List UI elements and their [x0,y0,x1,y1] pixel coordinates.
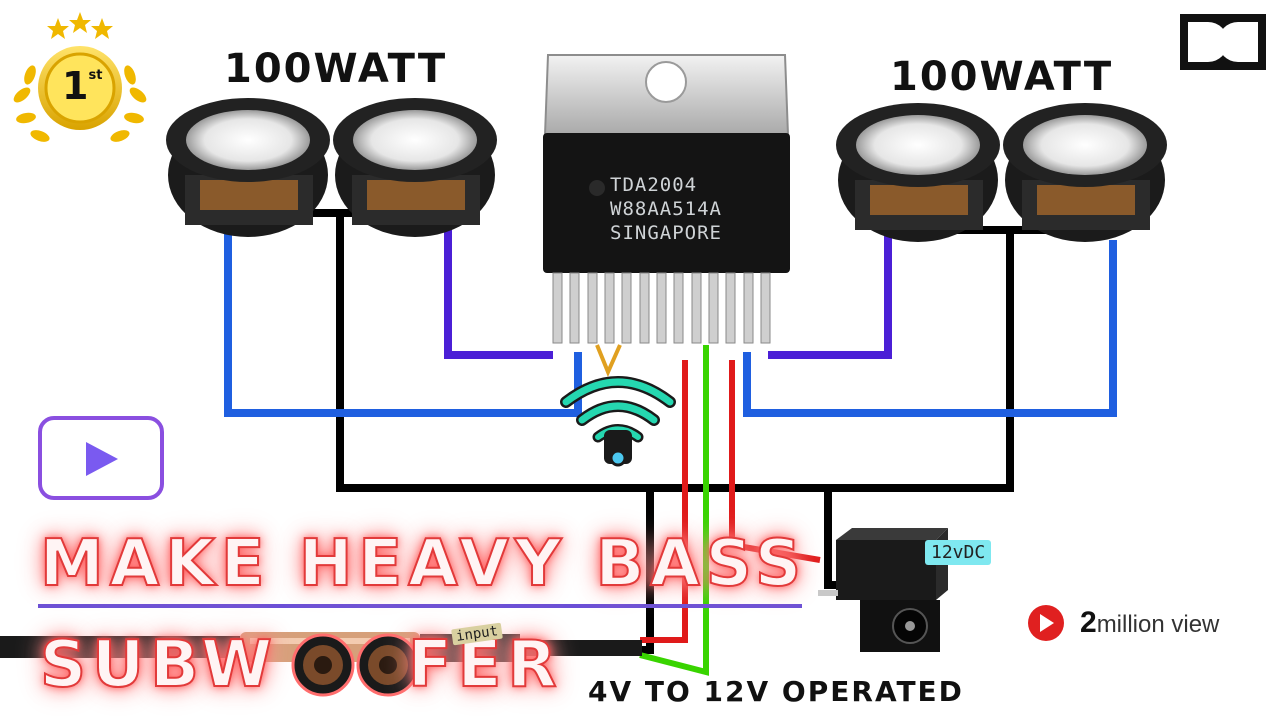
headline-line2-prefix: SUBW [39,627,278,703]
operating-voltage-label: 4V TO 12V OPERATED [588,675,964,708]
speaker-left-1 [166,98,330,237]
chip-model: TDA2004 [610,174,698,196]
power-jack-label: 12vDC [925,540,992,565]
badge-suffix: st [88,68,103,83]
speaker-emoji-icon [291,633,355,697]
chip-markings: TDA2004 W88AA514A SINGAPORE [610,173,722,245]
headline-divider [38,604,802,608]
headline-line1: MAKE HEAVY BASS [39,526,808,602]
first-place-badge [13,12,147,142]
amplifier-chip [543,54,790,378]
view-count-number: 2 [1080,606,1097,639]
record-icon [1028,605,1064,641]
power-wire-red [640,360,821,643]
badge-rank: 1st [62,64,102,108]
speaker-right-1 [836,103,1000,242]
view-count-suffix: million view [1096,611,1220,638]
speaker-wire-blue [224,222,1117,417]
capacitor-icon [604,430,632,467]
signal-wire-green [639,345,709,676]
chip-origin: SINGAPORE [610,222,722,244]
speaker-wire-purple [444,210,892,359]
speaker-emoji-icon [356,633,420,697]
speaker-left-2 [333,98,497,237]
badge-stars [47,12,113,39]
wifi-icon [560,376,676,443]
right-speaker-wattage: 100WATT [890,54,1114,100]
play-button-icon[interactable] [38,416,164,500]
badge-number: 1 [62,64,89,108]
dolby-logo [1180,14,1266,70]
view-count: 2million view [1080,606,1219,640]
left-speaker-wattage: 100WATT [224,46,448,92]
chip-pins [552,272,771,344]
speaker-right-2 [1003,103,1167,242]
chip-code: W88AA514A [610,198,722,220]
